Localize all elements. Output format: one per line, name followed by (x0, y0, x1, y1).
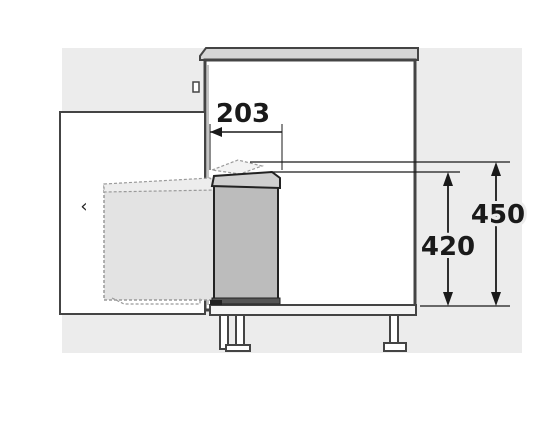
foot-left (225, 344, 251, 352)
cabinet-bottom (209, 304, 417, 316)
ghost-open-lid (209, 159, 265, 175)
dim-420-arrow-top (443, 172, 453, 186)
dim-450-arrow-top (491, 162, 501, 176)
foot-right (383, 342, 407, 352)
ghost-bin-foot (111, 297, 201, 305)
dim-outer-height-label: 450 (471, 200, 525, 230)
dim-width-label: 203 (216, 99, 270, 129)
waste-bin-base (211, 297, 281, 305)
dim-450-arrow-bottom (491, 292, 501, 306)
dim-420-arrow-bottom (443, 292, 453, 306)
door-handle-icon: ‹ (80, 196, 87, 217)
cabinet-hinge (192, 81, 200, 93)
leg-left (219, 314, 229, 350)
dim-inner-height-label: 420 (421, 232, 475, 262)
waste-bin-pedal (210, 300, 222, 305)
waste-bin-body (213, 183, 279, 301)
leg-left-2 (235, 314, 245, 350)
dim-203-arrow-left (210, 127, 222, 137)
waste-bin-lid (210, 170, 281, 190)
ghost-bin-pulled-out (103, 185, 217, 301)
countertop (199, 47, 419, 61)
